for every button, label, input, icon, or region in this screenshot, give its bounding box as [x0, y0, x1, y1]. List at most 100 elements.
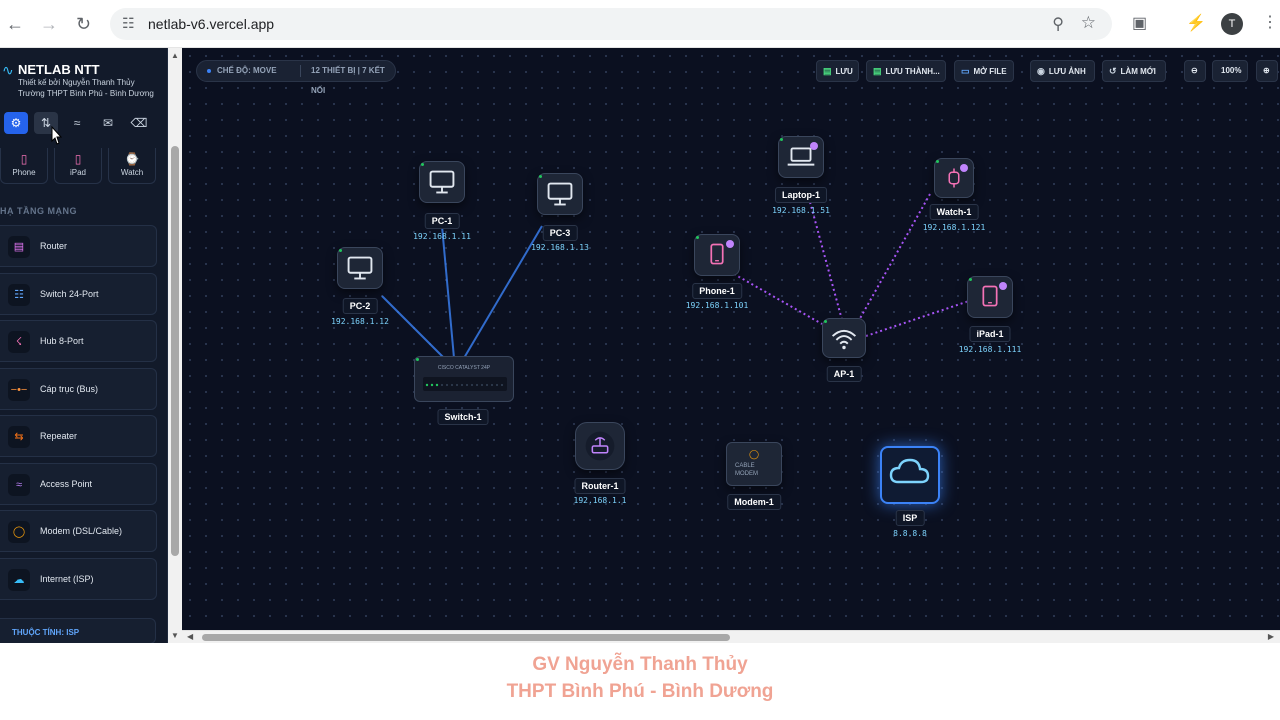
- sidebar-item-internet[interactable]: ☁ Internet (ISP): [0, 558, 157, 600]
- performance-icon[interactable]: ⚡: [1186, 15, 1206, 32]
- zoom-icon[interactable]: ⚲: [1052, 16, 1064, 33]
- save-image-button[interactable]: ◉LƯU ẢNH: [1030, 60, 1095, 82]
- node-switch1[interactable]: CISCO CATALYST 24P: [414, 356, 514, 402]
- reset-button[interactable]: ↺LÀM MỚI: [1102, 60, 1166, 82]
- sidebar-item-hub[interactable]: ☇ Hub 8-Port: [0, 320, 157, 362]
- browser-toolbar: ← → ↻ ☷ netlab-v6.vercel.app ⚲ ☆ ▣ ⚡ T ⋮: [0, 0, 1280, 48]
- scroll-down-arrow-icon[interactable]: ▼: [171, 631, 179, 640]
- wired-link-pc3-switch[interactable]: [463, 225, 543, 359]
- sidebar-item-access-point[interactable]: ≈ Access Point: [0, 463, 157, 505]
- save-as-label: LƯU THÀNH...: [885, 67, 940, 76]
- url-text[interactable]: netlab-v6.vercel.app: [148, 16, 275, 32]
- status-pill: CHẾ ĐỘ: MOVE 12 THIẾT BỊ | 7 KẾT NỐI: [196, 60, 396, 95]
- device-tile-ipad[interactable]: ▯ iPad: [54, 148, 102, 184]
- sidebar-toolbar: ⚙ ⇅ ≈ ✉ ⌫: [2, 112, 162, 136]
- node-label: Modem-1: [727, 494, 781, 510]
- zoom-in-icon: ⊕: [1263, 66, 1270, 75]
- wireless-link-phone-ap[interactable]: [733, 273, 823, 325]
- node-isp[interactable]: [880, 446, 940, 504]
- save-icon: ▤: [823, 66, 832, 76]
- watch-icon: ⌚: [124, 152, 140, 166]
- extensions-icon[interactable]: ▣: [1132, 15, 1148, 32]
- node-label: Laptop-1: [775, 187, 827, 203]
- bookmark-star-icon[interactable]: ☆: [1080, 13, 1096, 32]
- node-laptop1[interactable]: [778, 136, 824, 178]
- wireless-link-watch-ap[interactable]: [857, 193, 931, 323]
- camera-icon: ◉: [1037, 66, 1045, 76]
- repeater-icon: ⇆: [8, 426, 30, 448]
- node-phone1[interactable]: [694, 234, 740, 276]
- node-ap1[interactable]: [822, 318, 866, 358]
- network-canvas[interactable]: CHẾ ĐỘ: MOVE 12 THIẾT BỊ | 7 KẾT NỐI ▤LƯ…: [182, 48, 1280, 630]
- sidebar-item-bus[interactable]: −•− Cáp trục (Bus): [0, 368, 157, 410]
- node-ip: 192.168.1.11: [413, 232, 471, 241]
- status-dot: [421, 163, 424, 166]
- node-pc2[interactable]: [337, 247, 383, 289]
- port-leds-icon: [425, 383, 503, 387]
- node-label: PC-1: [424, 213, 460, 229]
- node-ip: 192.168.1.111: [958, 345, 1022, 354]
- wireless-link-ipad-ap[interactable]: [865, 299, 973, 337]
- scroll-right-arrow-icon[interactable]: ▶: [1267, 632, 1274, 641]
- node-label: Watch-1: [929, 204, 979, 220]
- wireless-link-laptop-ap[interactable]: [809, 201, 843, 321]
- status-dot: [416, 358, 419, 361]
- kebab-menu-icon[interactable]: ⋮: [1262, 14, 1278, 31]
- wired-link-pc1-switch[interactable]: [441, 225, 455, 359]
- reload-icon[interactable]: ↻: [76, 14, 92, 34]
- save-label: LƯU: [835, 67, 853, 76]
- sidebar-scroll-thumb[interactable]: [171, 146, 179, 556]
- app-subtitle-school: Trường THPT Bình Phú - Bình Dương: [18, 89, 154, 98]
- zoom-out-button[interactable]: ⊖: [1184, 60, 1206, 82]
- scroll-left-arrow-icon[interactable]: ◀: [187, 632, 194, 641]
- bus-icon: −•−: [8, 379, 30, 401]
- credit-teacher: GV Nguyễn Thanh Thủy: [532, 654, 748, 675]
- mail-icon[interactable]: ✉: [102, 116, 114, 130]
- scroll-up-arrow-icon[interactable]: ▲: [171, 51, 179, 60]
- sidebar-scrollbar[interactable]: ▲ ▼: [168, 48, 182, 643]
- sidebar-item-modem[interactable]: ◯ Modem (DSL/Cable): [0, 510, 157, 552]
- forward-icon[interactable]: →: [40, 14, 58, 34]
- canvas-horizontal-scrollbar[interactable]: ◀ ▶: [182, 630, 1280, 643]
- sidebar-item-label: Cáp trục (Bus): [40, 384, 99, 394]
- stats-text: 12 THIẾT BỊ | 7 KẾT NỐI: [311, 66, 385, 95]
- node-pc3[interactable]: [537, 173, 583, 215]
- site-settings-icon[interactable]: ☷: [122, 15, 135, 31]
- sidebar-item-label: Internet (ISP): [40, 574, 94, 584]
- wired-link-pc2-switch[interactable]: [381, 295, 445, 359]
- node-label: AP-1: [826, 366, 862, 382]
- node-watch1[interactable]: [934, 158, 974, 198]
- app-title: NETLAB NTT: [18, 62, 100, 77]
- sidebar-item-router[interactable]: ▤ Router: [0, 225, 157, 267]
- node-label: ISP: [895, 510, 925, 526]
- node-label: Router-1: [574, 478, 626, 494]
- sidebar-item-label: Router: [40, 241, 68, 251]
- device-tile-watch[interactable]: ⌚ Watch: [108, 148, 156, 184]
- zoom-level: 100%: [1212, 60, 1248, 82]
- open-file-button[interactable]: ▭MỞ FILE: [954, 60, 1014, 82]
- property-panel-header[interactable]: THUỘC TÍNH: ISP: [0, 618, 156, 643]
- settings-icon[interactable]: ⚙: [4, 112, 28, 134]
- save-as-button[interactable]: ▤LƯU THÀNH...: [866, 60, 946, 82]
- router-icon: [585, 431, 615, 461]
- node-pc1[interactable]: [419, 161, 465, 203]
- mouse-cursor-icon: [51, 126, 62, 145]
- device-tile-phone[interactable]: ▯ Phone: [0, 148, 48, 184]
- sidebar-item-label: Modem (DSL/Cable): [40, 526, 123, 536]
- node-ipad1[interactable]: [967, 276, 1013, 318]
- sidebar-item-repeater[interactable]: ⇆ Repeater: [0, 415, 157, 457]
- tablet-icon: ▯: [74, 152, 82, 166]
- back-icon[interactable]: ←: [6, 14, 24, 34]
- wifi-icon[interactable]: ≈: [73, 116, 81, 130]
- address-bar[interactable]: ☷ netlab-v6.vercel.app ⚲ ☆: [110, 8, 1112, 40]
- canvas-scroll-thumb[interactable]: [202, 634, 730, 641]
- sidebar-item-switch[interactable]: ☷ Switch 24-Port: [0, 273, 157, 315]
- profile-avatar[interactable]: T: [1221, 13, 1243, 35]
- trash-icon[interactable]: ⌫: [130, 116, 148, 130]
- zoom-in-button[interactable]: ⊕: [1256, 60, 1278, 82]
- save-button[interactable]: ▤LƯU: [816, 60, 859, 82]
- node-ip: 8.8.8.8: [893, 529, 927, 538]
- node-router1[interactable]: [575, 422, 625, 470]
